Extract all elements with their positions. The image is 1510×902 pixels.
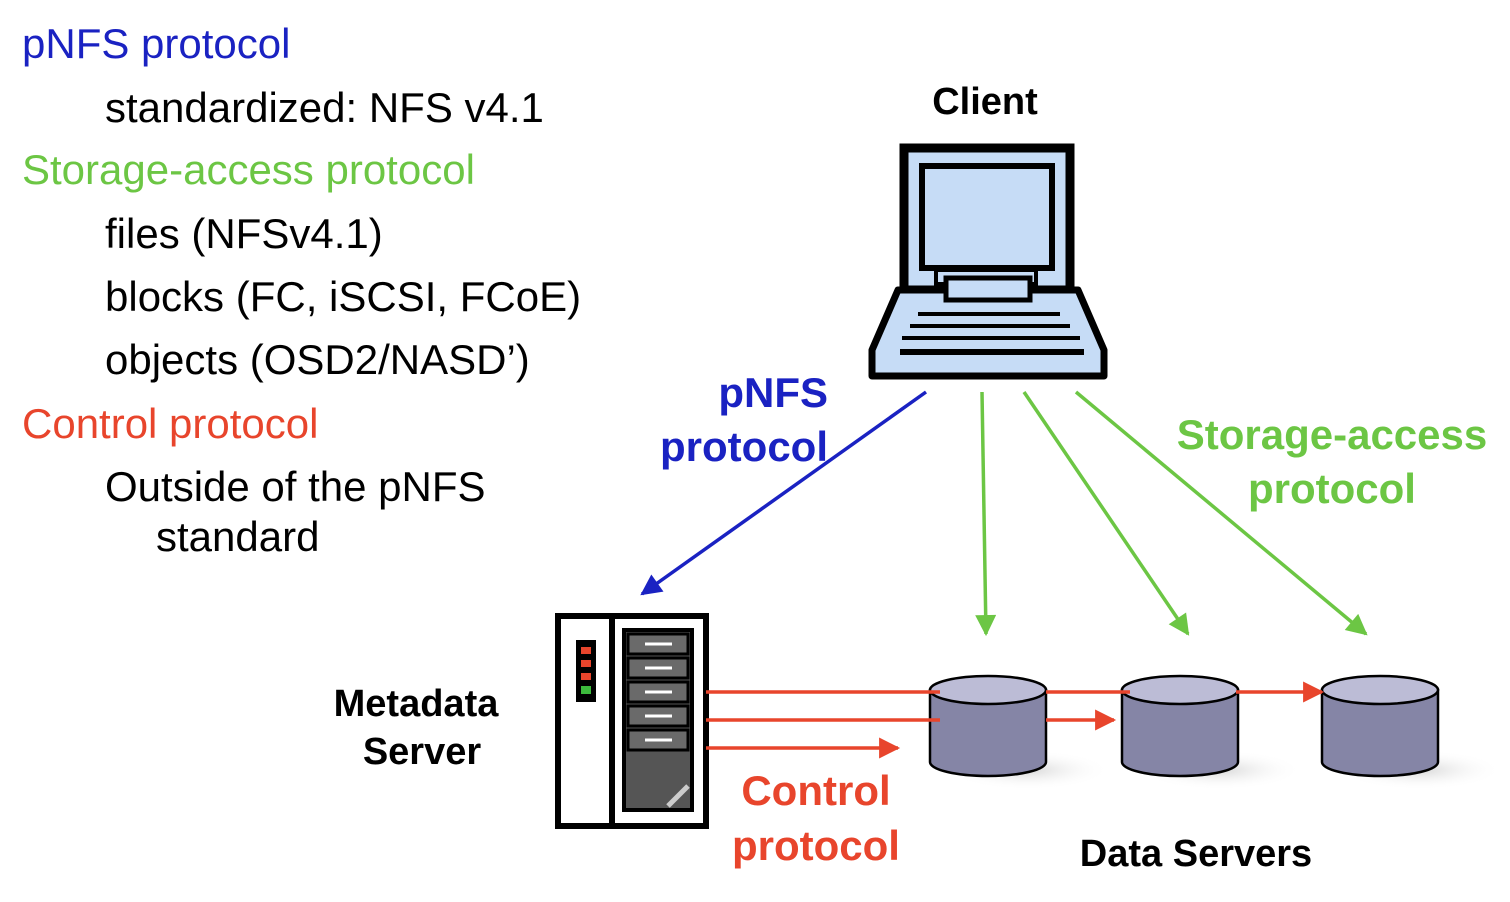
metadata-label-line1: Metadata <box>334 683 500 725</box>
bullet-objects: objects (OSD2/NASD’) <box>105 336 530 383</box>
laptop-icon <box>868 143 1108 380</box>
disk-cylinder-icon <box>1320 674 1502 790</box>
control-label-line1: Control <box>741 767 890 814</box>
bullet-pnfs-protocol: pNFS protocol <box>22 20 290 67</box>
disk-cylinder-icon <box>1120 674 1302 790</box>
pnfs-label-line1: pNFS <box>718 369 828 416</box>
disk-cylinder-icon <box>928 674 1110 790</box>
pnfs-label-line2: protocol <box>660 423 828 470</box>
bullet-standard: standard <box>156 513 319 560</box>
control-protocol-arrows <box>706 681 1325 759</box>
data-servers-group <box>928 674 1502 790</box>
bullet-list: pNFS protocol standardized: NFS v4.1 Sto… <box>22 20 581 560</box>
bullet-storage-access-protocol: Storage-access protocol <box>22 146 475 193</box>
bullet-standardized: standardized: NFS v4.1 <box>105 84 544 131</box>
storage-access-arrows <box>975 390 1368 637</box>
server-rack-icon <box>555 613 709 829</box>
bullet-control-protocol: Control protocol <box>22 400 318 447</box>
bullet-outside-pnfs: Outside of the pNFS <box>105 463 486 510</box>
data-servers-label: Data Servers <box>1080 833 1312 875</box>
storage-label-line1: Storage-access <box>1177 411 1488 458</box>
bullet-blocks: blocks (FC, iSCSI, FCoE) <box>105 273 581 320</box>
client-label: Client <box>932 81 1038 123</box>
storage-arrow-3 <box>1074 390 1368 636</box>
metadata-label-line2: Server <box>363 731 482 773</box>
bullet-files: files (NFSv4.1) <box>105 210 383 257</box>
pnfs-protocol-arrow <box>640 390 928 596</box>
storage-label-line2: protocol <box>1248 465 1416 512</box>
storage-arrow-2 <box>1022 391 1190 636</box>
storage-arrow-1 <box>975 391 997 637</box>
control-label-line2: protocol <box>732 822 900 869</box>
